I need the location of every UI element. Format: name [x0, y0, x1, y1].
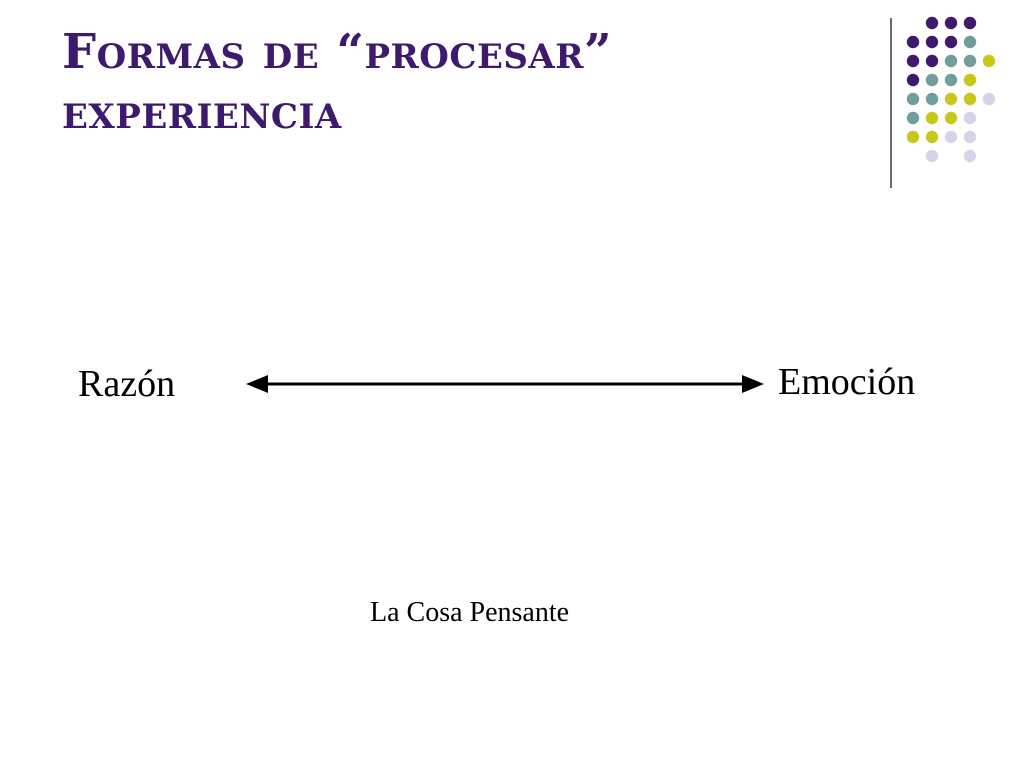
decorative-dot: [963, 111, 977, 125]
decorative-dot: [906, 111, 920, 125]
decorative-dot: [944, 73, 958, 87]
decorative-dot: [963, 92, 977, 106]
decorative-dot: [906, 54, 920, 68]
decorative-dot: [906, 92, 920, 106]
decorative-dot: [944, 35, 958, 49]
dot-grid-icon: [904, 14, 1016, 170]
decorative-dot: [925, 35, 939, 49]
double-headed-arrow-icon: [240, 368, 770, 400]
reason-label: Razón: [78, 363, 176, 405]
slide-caption: La Cosa Pensante: [370, 597, 570, 628]
decorative-dot: [906, 73, 920, 87]
decorative-dot: [963, 35, 977, 49]
decorative-dot: [944, 54, 958, 68]
decorative-dot: [925, 149, 939, 163]
decorative-dot: [963, 16, 977, 30]
decorative-dot: [925, 73, 939, 87]
decorative-dot: [906, 35, 920, 49]
decorative-dot: [925, 111, 939, 125]
decorative-dot: [944, 16, 958, 30]
decorative-dot: [982, 92, 996, 106]
arrow-head-right: [742, 375, 764, 393]
decorative-dot: [963, 130, 977, 144]
decorative-dot: [944, 111, 958, 125]
decorative-dot: [925, 92, 939, 106]
decorative-dot: [944, 92, 958, 106]
arrow-head-left: [246, 375, 268, 393]
decorative-dot: [925, 54, 939, 68]
decorative-dot: [963, 73, 977, 87]
decorative-dot: [906, 130, 920, 144]
slide-title: Formas de “procesar” experiencia: [62, 24, 613, 140]
decorative-dot: [944, 130, 958, 144]
title-divider: [890, 18, 892, 188]
decorative-dot: [925, 130, 939, 144]
decorative-dot: [982, 54, 996, 68]
decorative-dot: [963, 54, 977, 68]
decorative-dot: [963, 149, 977, 163]
decorative-dot: [925, 16, 939, 30]
emotion-label: Emoción: [778, 361, 916, 403]
